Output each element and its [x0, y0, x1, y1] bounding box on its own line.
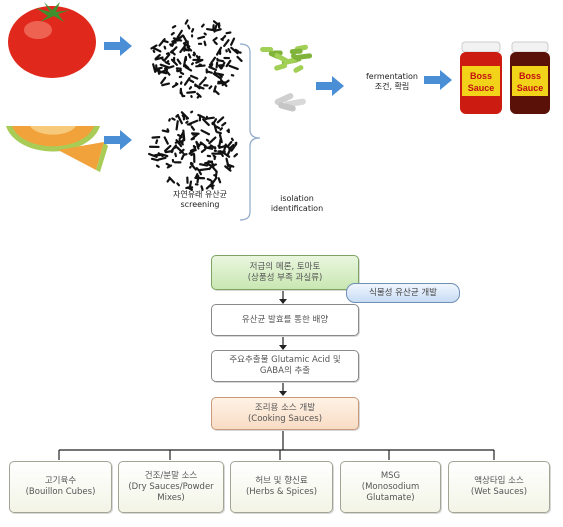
category-msg-en2: Glutamate) [366, 492, 415, 503]
category-dry-sauces-en1: (Dry Sauces/Powder [128, 481, 214, 492]
step-low-grade-fruits: 저급의 메론, 토마토 (상품성 부족 과실류) [211, 255, 359, 290]
step-cooking-sauces-line2: (Cooking Sauces) [247, 413, 323, 424]
bracket [239, 43, 261, 221]
category-herbs-spices: 허브 및 향신료 (Herbs & Spices) [230, 461, 333, 513]
category-dry-sauces-en2: Mixes) [157, 492, 185, 503]
callout-plant-probiotics: 식물성 유산균 개발 [346, 283, 460, 303]
native-bacteria-label-line1: 자연유래 유산균 [172, 190, 228, 199]
category-herbs-spices-en: (Herbs & Spices) [245, 487, 318, 497]
bacteria-colony-icon [147, 110, 239, 191]
tomato-icon [8, 2, 96, 78]
svg-text:Boss: Boss [470, 71, 492, 81]
sauce-jar-icon: Boss Sauce [460, 41, 502, 114]
sauce-jar-icon: Boss Sauce [510, 41, 550, 114]
green-bacteria-icon [260, 44, 313, 73]
step-low-grade-fruits-line2: (상품성 부족 과실류) [247, 272, 323, 283]
fermentation-label-line2: 조건, 확립 [374, 82, 410, 91]
step-extraction: 주요추출물 Glutamic Acid 및 GABA의 추출 [211, 350, 359, 382]
arrow-icon [104, 130, 132, 150]
svg-text:Boss: Boss [519, 71, 541, 81]
isolation-label-line2: identification [270, 204, 324, 213]
native-bacteria-label: 자연유래 유산균 screening [150, 190, 250, 210]
melon-icon [6, 126, 108, 172]
step-low-grade-fruits-line1: 저급의 메론, 토마토 [249, 261, 321, 272]
grey-bacteria-icon [274, 93, 306, 112]
isolation-label-line1: isolation [280, 194, 314, 203]
category-wet-sauces: 액상타입 소스 (Wet Sauces) [448, 461, 550, 513]
category-msg-ko: MSG [380, 470, 401, 481]
category-msg-en1: (Monosodium [361, 481, 420, 492]
isolation-label: isolation identification [262, 194, 332, 214]
category-wet-sauces-en: (Wet Sauces) [470, 487, 528, 497]
step-fermentation-culture-label: 유산균 발효를 통한 배양 [241, 314, 329, 325]
svg-text:Sauce: Sauce [468, 83, 495, 93]
svg-text:Sauce: Sauce [517, 83, 544, 93]
step-extraction-line1: 주요추출물 Glutamic Acid 및 [229, 355, 341, 365]
category-wet-sauces-ko: 액상타입 소스 [474, 476, 524, 486]
top-illustration: Boss Sauce Boss Sauce [6, 2, 550, 221]
step-fermentation-culture: 유산균 발효를 통한 배양 [211, 304, 359, 336]
bacteria-colony-icon [150, 19, 243, 99]
category-bouillon-cubes-ko: 고기육수 [44, 476, 77, 486]
category-msg: MSG (Monosodium Glutamate) [340, 461, 441, 513]
category-bouillon-cubes-en: (Bouillon Cubes) [25, 487, 96, 497]
arrow-icon [316, 76, 344, 96]
category-dry-sauces-ko: 건조/분말 소스 [144, 470, 198, 481]
arrow-icon [424, 70, 452, 90]
step-cooking-sauces-line1: 조리용 소스 개발 [254, 402, 316, 413]
arrow-icon [104, 36, 132, 56]
fermentation-label: fermentation 조건, 확립 [352, 72, 432, 92]
category-dry-sauces: 건조/분말 소스 (Dry Sauces/Powder Mixes) [118, 461, 224, 513]
fermentation-label-line1: fermentation [365, 72, 419, 81]
step-extraction-line2: GABA의 추출 [259, 366, 311, 376]
step-cooking-sauces: 조리용 소스 개발 (Cooking Sauces) [211, 397, 359, 430]
category-bouillon-cubes: 고기육수 (Bouillon Cubes) [9, 461, 112, 513]
native-bacteria-label-line2: screening [180, 200, 220, 209]
category-herbs-spices-ko: 허브 및 향신료 [255, 476, 308, 486]
